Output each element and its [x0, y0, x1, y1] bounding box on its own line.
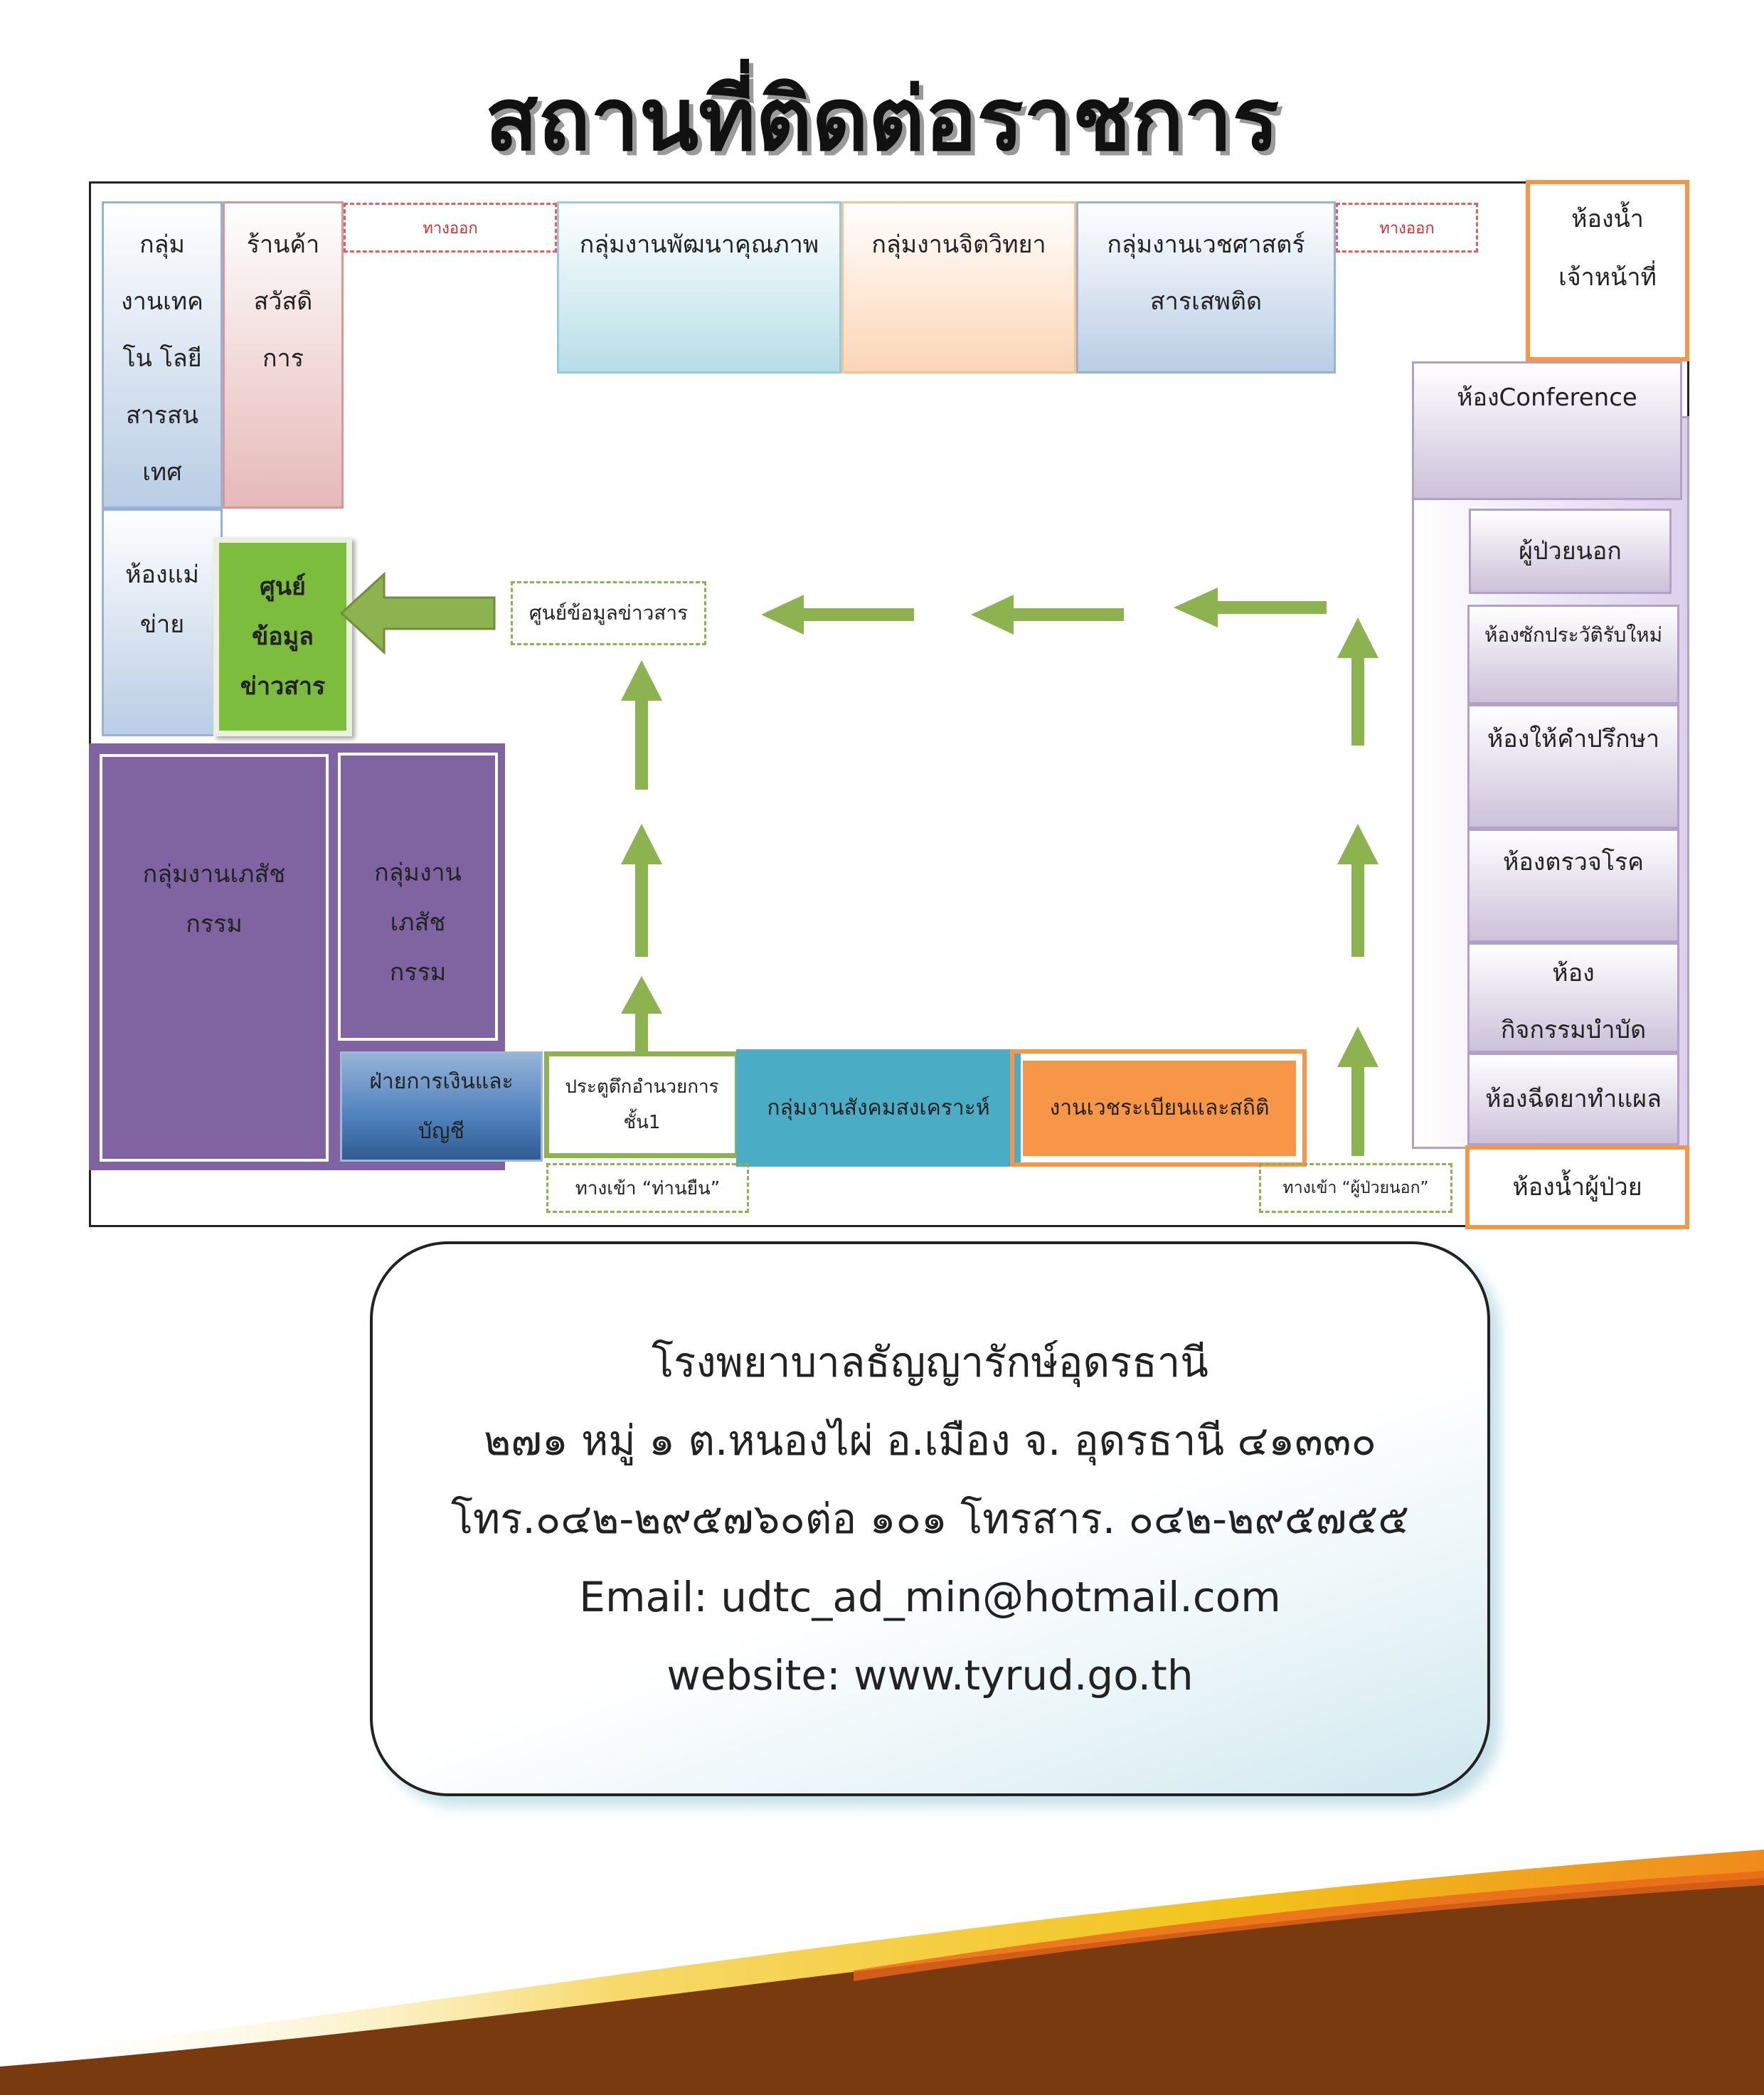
- room-label: กรรม: [389, 958, 447, 987]
- room-quality-dev: กลุ่มงานพัฒนาคุณภาพ: [557, 201, 841, 373]
- room-label: ห้องน้ำ: [1571, 205, 1644, 233]
- entrance-outpatient: ทางเข้า “ผู้ป่วยนอก”: [1259, 1163, 1452, 1213]
- room-label: กลุ่มงานเภสัช: [142, 860, 286, 889]
- arrow-up-left-3: [621, 976, 662, 1051]
- room-pharmacy-big-inner: กลุ่มงานเภสัช กรรม: [100, 754, 329, 1162]
- room-label: ประตูตึกอำนวยการ: [565, 1076, 719, 1098]
- exit-label: ทางออก: [423, 219, 478, 238]
- contact-card: โรงพยาบาลธัญญารักษ์อุดรธานี ๒๗๑ หมู่ ๑ ต…: [370, 1241, 1490, 1796]
- arrow-left-1: [761, 595, 914, 635]
- room-label: สารสน: [125, 401, 199, 430]
- arrow-up-right-2: [1337, 824, 1378, 957]
- exit-left: ทางออก: [344, 203, 557, 253]
- info-center-box: ศูนย์ ข้อมูล ข่าวสาร: [213, 537, 352, 736]
- room-label: งานเวชระเบียนและสถิติ: [1049, 1096, 1270, 1120]
- room-label: ห้อง: [1552, 959, 1595, 987]
- room-label: กรรม: [186, 910, 243, 938]
- phone-fax: โทร.๐๔๒-๒๙๕๗๖๐ต่อ ๑๐๑ โทรสาร. ๐๔๒-๒๙๕๗๕๕: [450, 1495, 1410, 1543]
- room-records-stats: งานเวชระเบียนและสถิติ: [1021, 1059, 1298, 1158]
- brown-wave: [0, 1878, 1764, 2095]
- room-records-outer: [1010, 1049, 1307, 1167]
- room-outpatient: ผู้ป่วยนอก: [1469, 509, 1672, 594]
- room-label: สวัสดิ: [253, 287, 313, 316]
- room-label: ห้องConference: [1457, 383, 1637, 412]
- room-label: ห้องแม่: [125, 561, 199, 589]
- room-label: บัญชี: [418, 1118, 464, 1144]
- room-label: กลุ่มงานจิตวิทยา: [871, 230, 1046, 259]
- arrow-up-right-3: [1337, 1027, 1378, 1156]
- exit-label: ทางออก: [1379, 219, 1435, 238]
- address: ๒๗๑ หมู่ ๑ ต.หนองไผ่ อ.เมือง จ. อุดรธานี…: [484, 1416, 1376, 1465]
- room-label: การ: [262, 344, 304, 373]
- room-welfare-shop: ร้านค้า สวัสดิ การ: [223, 201, 344, 509]
- room-label: กลุ่มงานเวชศาสตร์: [1107, 230, 1305, 259]
- room-label: ฝ่ายการเงินและ: [369, 1068, 514, 1094]
- room-label: กลุ่มงาน: [374, 859, 462, 887]
- room-label: เจ้าหน้าที่: [1558, 263, 1657, 292]
- room-label: ข้อมูล: [252, 622, 314, 651]
- room-label: ข่าย: [139, 610, 185, 639]
- room-label: ข่าวสาร: [240, 672, 326, 701]
- arrow-up-right-1: [1337, 617, 1378, 746]
- room-label: ห้องฉีดยาทำแผล: [1485, 1085, 1662, 1113]
- room-label: โน โลยี: [122, 344, 202, 373]
- room-mothers: ห้องแม่ ข่าย: [102, 509, 223, 736]
- room-finance: ฝ่ายการเงินและ บัญชี: [340, 1051, 543, 1162]
- arrow-left-3: [1174, 588, 1327, 627]
- arrow-up-left-2: [621, 824, 662, 957]
- room-label: กิจกรรมบำบัด: [1500, 1016, 1647, 1044]
- room-label: ห้องซักประวัติรับใหม่: [1484, 623, 1663, 647]
- room-label: ร้านค้า: [246, 230, 320, 259]
- email: Email: udtc_ad_min@hotmail.com: [579, 1573, 1281, 1621]
- arrow-left-2: [971, 595, 1124, 635]
- room-exam: ห้องตรวจโรค: [1467, 829, 1679, 943]
- room-counseling: ห้องให้คำปรึกษา: [1467, 704, 1679, 829]
- room-label: ชั้น1: [623, 1112, 661, 1133]
- room-label: งานเทค: [121, 287, 203, 316]
- room-label: ห้องตรวจโรค: [1502, 848, 1645, 876]
- entrance-label: ทางเข้า “ท่านยืน”: [575, 1177, 721, 1199]
- room-label: กลุ่มงานพัฒนาคุณภาพ: [579, 230, 819, 259]
- room-staff-restroom: ห้องน้ำ เจ้าหน้าที่: [1526, 180, 1689, 361]
- room-patient-restroom: ห้องน้ำผู้ป่วย: [1465, 1145, 1689, 1229]
- room-history: ห้องซักประวัติรับใหม่: [1467, 605, 1679, 704]
- exit-right: ทางออก: [1336, 203, 1478, 253]
- entrance-thanyuen: ทางเข้า “ท่านยืน”: [546, 1163, 749, 1213]
- room-social-work: กลุ่มงานสังคมสงเคราะห์: [736, 1049, 1021, 1167]
- room-psychology: กลุ่มงานจิตวิทยา: [841, 201, 1076, 373]
- gold-stripe: [0, 1850, 1764, 2077]
- tag-label: ศูนย์ข้อมูลข่าวสาร: [528, 601, 689, 625]
- main-gate: ประตูตึกอำนวยการ ชั้น1: [544, 1051, 740, 1158]
- entrance-label: ทางเข้า “ผู้ป่วยนอก”: [1282, 1179, 1429, 1197]
- room-addiction-medicine: กลุ่มงานเวชศาสตร์ สารเสพติด: [1076, 201, 1336, 373]
- room-it-group: กลุ่ม งานเทค โน โลยี สารสน เทศ: [102, 201, 223, 509]
- room-label: เภสัช: [390, 908, 446, 937]
- room-label: กลุ่มงานสังคมสงเคราะห์: [767, 1095, 990, 1120]
- arrow-up-left-1: [621, 660, 662, 790]
- orange-edge: [854, 1871, 1764, 1981]
- room-label: สารเสพติด: [1149, 287, 1263, 316]
- room-therapy: ห้อง กิจกรรมบำบัด: [1467, 943, 1679, 1053]
- page-title: สถานที่ติดต่อราชการ: [484, 69, 1280, 170]
- info-center-tag: ศูนย์ข้อมูลข่าวสาร: [511, 581, 706, 645]
- hospital-name: โรงพยาบาลธัญญารักษ์อุดรธานี: [652, 1338, 1208, 1386]
- room-label: ห้องให้คำปรึกษา: [1487, 725, 1660, 753]
- room-label: เทศ: [142, 458, 182, 487]
- room-label: ศูนย์: [260, 573, 306, 601]
- room-conference: ห้องConference: [1412, 361, 1682, 500]
- website: website: www.tyrud.go.th: [666, 1651, 1194, 1699]
- room-pharmacy-small: กลุ่มงาน เภสัช กรรม: [338, 753, 498, 1041]
- footer-wave: [0, 1850, 1764, 2095]
- room-label: ผู้ป่วยนอก: [1519, 537, 1622, 566]
- big-left-arrow: [339, 571, 496, 655]
- room-label: ห้องน้ำผู้ป่วย: [1512, 1173, 1642, 1202]
- route-arrows: [339, 571, 1378, 1156]
- room-injection: ห้องฉีดยาทำแผล: [1467, 1053, 1679, 1145]
- room-label: กลุ่ม: [139, 230, 185, 259]
